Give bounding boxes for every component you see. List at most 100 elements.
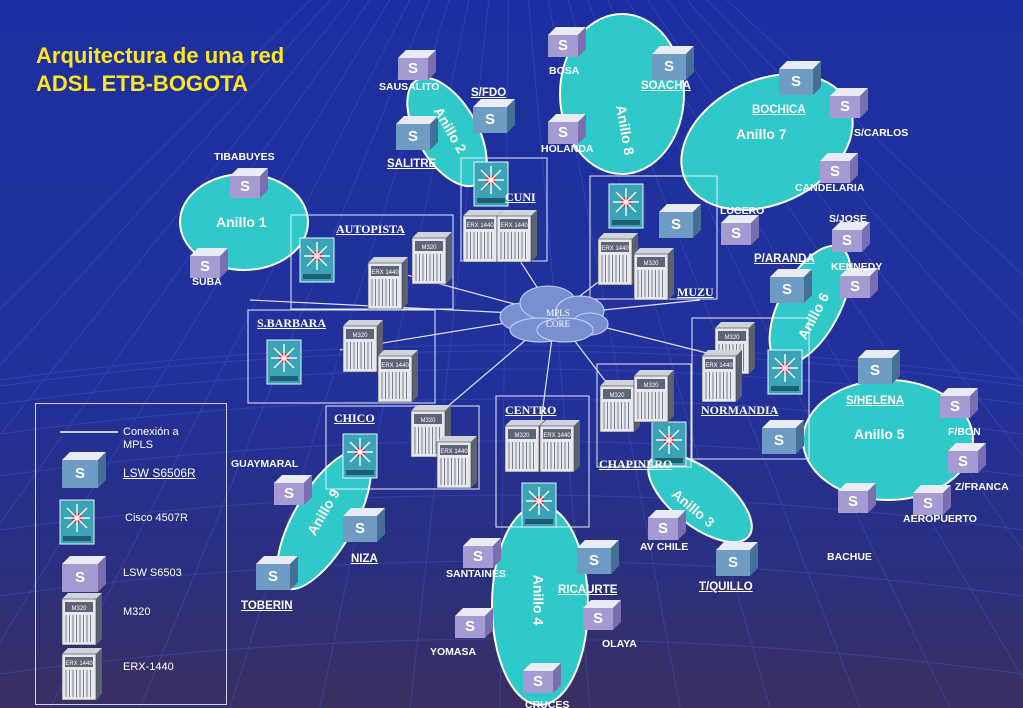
cisco-base — [346, 470, 374, 475]
switch-side — [578, 114, 586, 144]
switch-letter: S — [671, 216, 681, 233]
grid-ray — [725, 0, 1023, 276]
switch-side — [613, 600, 621, 630]
label-yomasa: YOMASA — [430, 646, 477, 658]
cisco-ray — [615, 201, 627, 213]
rack-side — [574, 420, 580, 472]
switch-front — [832, 230, 862, 252]
lsw-s6503: S — [840, 268, 878, 298]
label-avchile: AV CHILE — [640, 541, 689, 553]
core-label: CORE — [545, 319, 570, 329]
switch-top — [716, 542, 758, 550]
switch-letter: S — [782, 281, 792, 298]
grid-ray — [686, 0, 1023, 383]
site-autopista: AUTOPISTA — [336, 222, 405, 236]
label-sjose: S/JOSE — [829, 213, 867, 225]
switch-letter: S — [664, 58, 674, 75]
site-chapinero: CHAPINERO — [599, 457, 673, 471]
label-paranda: P/ARANDA — [754, 253, 815, 265]
site-chico: CHICO — [334, 411, 375, 425]
switch-letter: S — [485, 111, 495, 128]
lsw-s6503: S — [398, 50, 436, 80]
switch-side — [493, 538, 501, 568]
switch-side — [507, 99, 515, 133]
switch-letter: S — [731, 225, 741, 242]
switch-letter: S — [473, 548, 483, 565]
switch-top — [779, 61, 821, 69]
rack-top — [634, 248, 674, 254]
legend-s6506r-icon: S — [62, 452, 106, 488]
switch-side — [860, 88, 868, 118]
legend-mpls-line-1: Conexión a — [123, 426, 179, 438]
grid-ray — [626, 0, 1023, 680]
lsw-s6506r: S — [770, 269, 812, 303]
switch-letter: S — [75, 465, 85, 482]
cisco-ray — [625, 201, 637, 213]
rack-panel — [65, 657, 93, 667]
switch-letter: S — [240, 178, 250, 195]
rack-panel — [508, 429, 536, 439]
mpls-label: MPLS — [546, 308, 570, 318]
lsw-s6503: S — [648, 510, 686, 540]
rack-panel — [637, 379, 665, 389]
cisco-4507r — [521, 482, 557, 528]
switch-side — [553, 663, 561, 693]
cisco-ray — [76, 507, 88, 519]
switch-top — [396, 116, 438, 124]
rack-top — [62, 648, 102, 654]
switch-top — [659, 204, 701, 212]
switch-letter: S — [355, 520, 365, 537]
grid-ray — [607, 0, 951, 708]
cisco-ray — [316, 255, 328, 267]
switch-side — [485, 608, 493, 638]
rack-panel — [415, 241, 443, 251]
cisco-base — [270, 376, 298, 381]
rack-panel — [466, 219, 494, 229]
router-rack: ERX 1440 — [496, 210, 537, 263]
rack-label: M320 — [643, 383, 659, 389]
rack-top — [343, 320, 383, 326]
switch-top — [948, 443, 986, 451]
switch-top — [832, 222, 870, 230]
switch-side — [868, 483, 876, 513]
switch-top — [858, 350, 900, 358]
cisco-ray — [306, 255, 318, 267]
switch-top — [721, 215, 759, 223]
switch-letter: S — [268, 568, 278, 585]
switch-front — [230, 176, 260, 198]
rack-top — [368, 257, 408, 263]
switch-front — [830, 96, 860, 118]
switch-side — [750, 542, 758, 576]
lsw-s6503: S — [830, 88, 868, 118]
label-tibabuyes: TIBABUYES — [214, 151, 275, 163]
grid-arc — [0, 494, 1023, 531]
label-kennedy: KENNEDY — [831, 261, 883, 273]
rack-top — [634, 370, 674, 376]
switch-top — [770, 269, 812, 277]
rack-top — [702, 350, 742, 356]
switch-side — [978, 443, 986, 473]
lsw-s6503: S — [548, 27, 586, 57]
switch-side — [751, 215, 759, 245]
rack-top — [497, 210, 537, 216]
router-rack: M320 — [504, 420, 545, 473]
switch-front — [913, 493, 943, 515]
switch-side — [970, 388, 978, 418]
switch-side — [678, 510, 686, 540]
lsw-s6503: S — [721, 215, 759, 245]
router-rack: ERX 1440 — [377, 350, 418, 403]
rack-side — [96, 648, 102, 700]
label-holanda: HOLANDA — [541, 143, 594, 155]
switch-front — [256, 564, 290, 590]
cisco-ray — [538, 500, 550, 512]
cisco-4507r — [767, 349, 803, 395]
switch-top — [230, 168, 268, 176]
switch-top — [762, 420, 804, 428]
switch-front — [838, 491, 868, 513]
router-rack: M320 — [599, 380, 640, 433]
router-rack: M320 — [342, 320, 383, 373]
lsw-s6503: S — [820, 153, 858, 183]
switch-letter: S — [589, 552, 599, 569]
switch-top — [840, 268, 878, 276]
rack-panel — [346, 329, 374, 339]
